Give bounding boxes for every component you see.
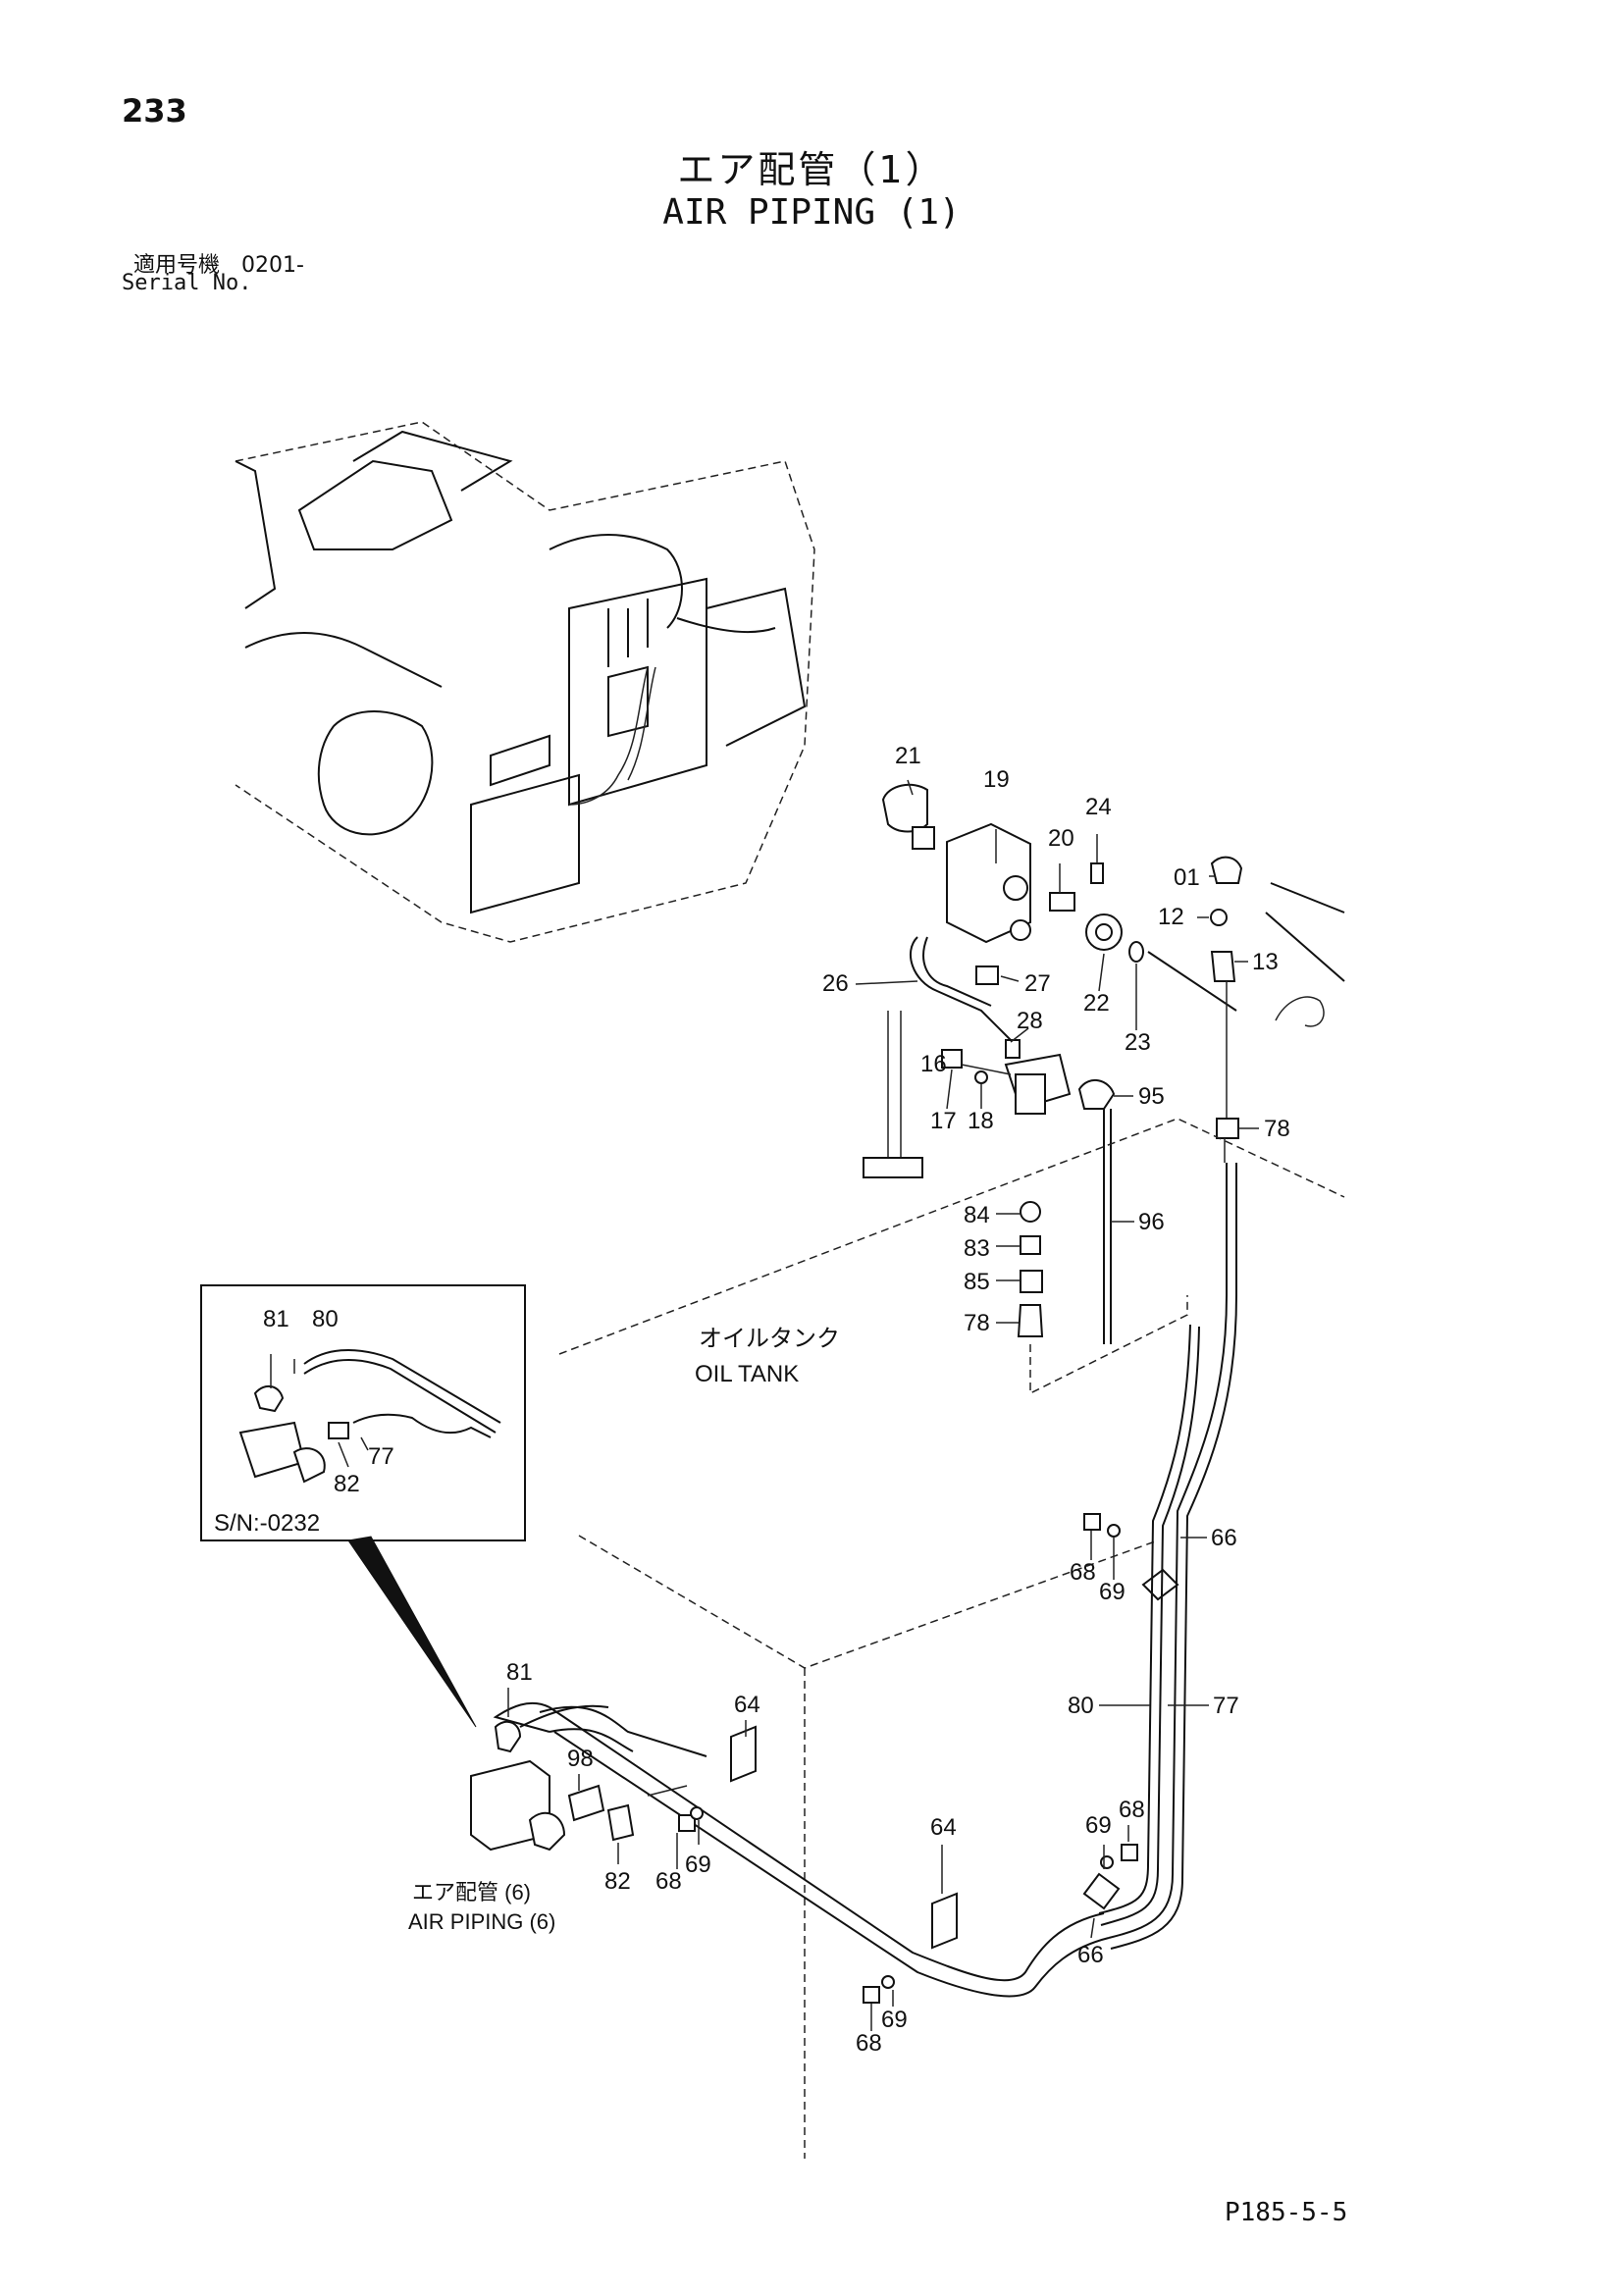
serial-label: Serial No. (122, 271, 252, 295)
machine-overview (235, 421, 815, 943)
callout-26: 26 (822, 970, 849, 997)
footer-code: P185-5-5 (1225, 2198, 1348, 2227)
callout-68-bottom: 68 (856, 2030, 882, 2057)
callout-01: 01 (1174, 864, 1200, 891)
callout-22: 22 (1083, 990, 1110, 1017)
callout-98: 98 (567, 1746, 594, 1772)
fitting-83 (1020, 1235, 1041, 1255)
clamp-66-lower (1082, 1872, 1121, 1910)
callout-labels: 21 19 24 20 01 12 13 26 27 22 23 28 16 9… (214, 743, 1290, 2057)
callout-95: 95 (1138, 1083, 1165, 1110)
bolt-68-upper (1083, 1513, 1101, 1531)
nut-12 (1210, 909, 1228, 926)
oil-tank-label-en: OIL TANK (695, 1361, 799, 1387)
lower-valve-assembly (470, 1704, 688, 1852)
callout-64-lower: 64 (930, 1814, 957, 1841)
callout-84: 84 (964, 1202, 990, 1228)
callout-12: 12 (1158, 904, 1184, 930)
callout-66-upper: 66 (1211, 1525, 1237, 1551)
clamp-66-upper (1141, 1568, 1179, 1601)
callout-24: 24 (1085, 794, 1112, 820)
adapter-20 (1049, 892, 1075, 912)
callout-82: 82 (604, 1868, 631, 1895)
callout-20: 20 (1048, 825, 1074, 852)
tube-96 (1103, 1109, 1112, 1344)
callout-77: 77 (1213, 1693, 1239, 1719)
washer-69-lower-right (1100, 1855, 1114, 1869)
callout-28: 28 (1017, 1008, 1043, 1034)
callout-16: 16 (920, 1051, 947, 1077)
connector-13 (1210, 951, 1236, 982)
callout-64-upper: 64 (734, 1692, 760, 1718)
connector-78-bottom (1017, 1304, 1044, 1337)
washer-69-bottom (881, 1975, 895, 1989)
solenoid-valve-19 (946, 822, 1031, 944)
title-english: AIR PIPING (1) (662, 192, 961, 233)
air-piping-6-label-jp: エア配管 (6) (412, 1880, 531, 1905)
oil-tank-label-jp: オイルタンク (699, 1326, 840, 1352)
callout-23: 23 (1125, 1029, 1151, 1056)
callout-13: 13 (1252, 949, 1279, 975)
oil-tank (558, 1118, 1345, 2159)
o-ring-23 (1128, 941, 1144, 963)
callout-18: 18 (968, 1108, 994, 1134)
callout-85: 85 (964, 1269, 990, 1295)
callout-68-lower-right: 68 (1119, 1797, 1145, 1823)
callout-69-upper: 69 (1099, 1579, 1126, 1605)
serial-applicability: 適用号機 0201- (133, 253, 304, 278)
nipple-21 (912, 826, 935, 850)
clamp-64-lower (931, 1892, 958, 1950)
inset-callout-77: 77 (368, 1443, 394, 1470)
callout-78-upper: 78 (1264, 1116, 1290, 1142)
valve-assembly (863, 783, 1345, 1344)
callout-19: 19 (983, 766, 1010, 793)
inset-box (200, 1284, 526, 1728)
callout-78-lower: 78 (964, 1310, 990, 1336)
callout-81: 81 (506, 1659, 533, 1686)
bolt-17 (941, 1049, 963, 1069)
callout-27: 27 (1024, 970, 1051, 997)
callout-21: 21 (895, 743, 921, 769)
elbow-fitting-21 (881, 783, 928, 833)
title-japanese: エア配管（1） (677, 148, 946, 191)
elbow-01 (1210, 856, 1243, 884)
clamp-64-upper (730, 1725, 757, 1783)
elbow-95 (1077, 1079, 1116, 1110)
elbow-98 (567, 1784, 605, 1822)
bolt-68-lower-right (1121, 1844, 1138, 1861)
callout-69-lower-right: 69 (1085, 1812, 1112, 1839)
callout-68-upper: 68 (1070, 1559, 1096, 1586)
washer-69-mid (690, 1806, 704, 1820)
callout-68-mid: 68 (655, 1868, 682, 1895)
clip-28 (1005, 1039, 1021, 1059)
callout-66-lower: 66 (1077, 1942, 1104, 1968)
elbow-81 (494, 1720, 522, 1753)
callout-83: 83 (964, 1235, 990, 1262)
bolt-68-mid (678, 1814, 696, 1832)
callout-17: 17 (930, 1108, 957, 1134)
inset-serial-range: S/N:-0232 (214, 1510, 320, 1537)
callout-69-mid: 69 (685, 1852, 711, 1878)
inset-callout-82: 82 (334, 1471, 360, 1497)
air-piping-6-label-en: AIR PIPING (6) (408, 1909, 555, 1934)
callout-80: 80 (1068, 1693, 1094, 1719)
page-number: 233 (122, 92, 187, 130)
connector-78-top (1216, 1118, 1239, 1139)
callout-96: 96 (1138, 1209, 1165, 1235)
washer-18 (974, 1070, 988, 1084)
plug-84 (1020, 1201, 1041, 1223)
connector-82 (606, 1803, 635, 1842)
leader-lines (507, 779, 1259, 2031)
inset-callout-80: 80 (312, 1306, 339, 1332)
washer-69-upper (1107, 1524, 1121, 1538)
callout-69-bottom: 69 (881, 2007, 908, 2033)
connector-27 (975, 965, 999, 985)
bolt-68-bottom (863, 1986, 880, 2004)
inset-callout-81: 81 (263, 1306, 289, 1332)
screw-24 (1090, 862, 1104, 884)
fitting-85 (1020, 1270, 1043, 1293)
